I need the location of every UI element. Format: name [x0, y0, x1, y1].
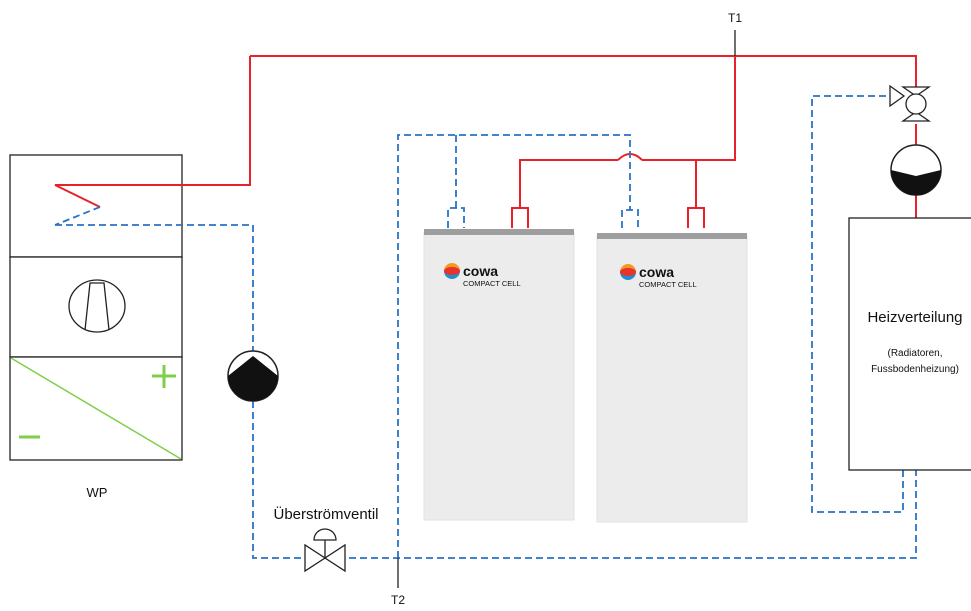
tank-1-supply-connector [511, 207, 529, 228]
tank-1-body [423, 231, 575, 521]
compressor-icon [68, 279, 126, 333]
three-way-valve-icon [889, 84, 932, 122]
overflow-valve-icon [304, 528, 346, 573]
tank-2-body [596, 235, 748, 523]
cowa-logo-icon [444, 263, 460, 279]
heat-distribution-title: Heizverteilung [867, 309, 962, 326]
cowa-logo-icon [620, 264, 636, 280]
heat-pump [9, 56, 251, 461]
storage-tank-1: cowa COMPACT CELL [423, 229, 575, 521]
plus-icon [152, 365, 176, 388]
heat-distribution-box [848, 217, 971, 471]
supply-main-line [250, 55, 917, 88]
return-pipes [55, 95, 917, 559]
heat-distribution-detail-2: Fussbodenheizung) [871, 364, 959, 375]
tank-1-return-connector [447, 207, 465, 228]
tank-2-subtitle: COMPACT CELL [639, 280, 697, 289]
supply-header-line [519, 56, 736, 208]
t1-label: T1 [728, 11, 742, 25]
tank-1-top-cap [424, 229, 574, 235]
heat-pump-return-coil [54, 206, 101, 226]
overflow-valve-label: Überströmventil [273, 505, 378, 523]
tank-1-brand: cowa [463, 263, 498, 279]
evaporator-diagonal [10, 357, 182, 460]
t2-label: T2 [391, 593, 405, 607]
storage-tank-2: cowa COMPACT CELL [596, 233, 748, 523]
tank-2-brand: cowa [639, 264, 674, 280]
heat-pump-label: WP [87, 485, 108, 500]
return-heat-pump-line [55, 224, 917, 559]
supply-pipes [250, 55, 917, 228]
return-heat-distribution-loop [811, 95, 904, 513]
return-tank-loop [397, 134, 631, 558]
tank-2-supply-connector [687, 207, 705, 228]
tank-1-subtitle: COMPACT CELL [463, 279, 521, 288]
heat-pump-supply-coil [54, 56, 251, 208]
tank-2-return-connector [621, 209, 639, 228]
circulation-pump-icon [890, 144, 942, 196]
compressor-vane-icon [84, 282, 110, 331]
return-pump-icon [227, 350, 279, 402]
heat-distribution-detail-1: (Radiatoren, [887, 348, 942, 359]
tank-2-top-cap [597, 233, 747, 239]
